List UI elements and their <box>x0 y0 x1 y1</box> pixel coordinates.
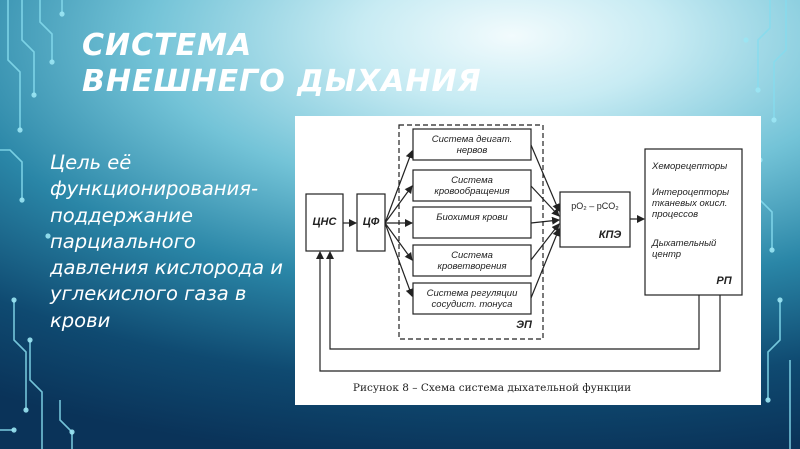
ep-system-box-5 <box>412 282 532 315</box>
ep-system-label-1: Система деигат. нервов <box>431 134 513 156</box>
ep-system-label-4: Система кроветворения <box>437 250 507 272</box>
diagram-figure: ЦНС ЦФ Система деигат. нервов Система кр… <box>295 116 761 405</box>
ep-group-box <box>398 124 544 340</box>
title-line-1: СИСТЕМА <box>82 28 253 63</box>
feedback-loop-inner <box>326 251 700 350</box>
ep-system-label-3: Биохимия крови <box>436 212 508 223</box>
cf-label: ЦФ <box>362 216 380 228</box>
ep-system-box-1 <box>412 128 532 161</box>
arrow-cf-ep2 <box>384 185 413 224</box>
ep-system-box-4 <box>412 244 532 277</box>
arrow-ep2-kpe <box>530 185 560 217</box>
arrow-cf-ep1 <box>384 150 414 224</box>
rp-box <box>644 148 743 296</box>
kpe-label: КПЭ <box>598 229 622 241</box>
figure-caption: Рисунок 8 – Схема система дыхательной фу… <box>352 382 632 394</box>
kpe-formula: pO₂ – pCO₂ <box>571 201 619 211</box>
slide-title: СИСТЕМА ВНЕШНЕГО ДЫХАНИЯ <box>82 28 482 100</box>
ep-system-label-2: Система кровообращения <box>434 175 510 197</box>
rp-item-1: Хеморецепторы <box>652 161 728 172</box>
ep-label: ЭП <box>516 319 532 331</box>
rp-label: РП <box>716 275 732 287</box>
rp-item-2: Интероцепторы тканевых окисл. процессов <box>652 187 730 220</box>
title-line-2: ВНЕШНЕГО ДЫХАНИЯ <box>82 64 482 99</box>
arrow-cf-ep5 <box>384 222 414 297</box>
cns-label: ЦНС <box>312 216 337 228</box>
arrow-ep5-kpe <box>530 228 561 299</box>
arrow-ep3-kpe <box>530 216 560 225</box>
ep-system-label-5: Система регуляции сосудист. тонуса <box>426 288 518 310</box>
diagram-svg <box>305 124 743 372</box>
feedback-loop-outer <box>316 251 721 372</box>
slide-body-text: Цель её функционирования-поддержание пар… <box>50 151 283 332</box>
arrow-cf-ep4 <box>384 222 413 261</box>
ep-system-box-2 <box>412 169 532 202</box>
arrow-ep1-kpe <box>530 144 560 212</box>
rp-item-3: Дыхательный центр <box>652 238 717 260</box>
arrow-ep4-kpe <box>530 223 560 261</box>
